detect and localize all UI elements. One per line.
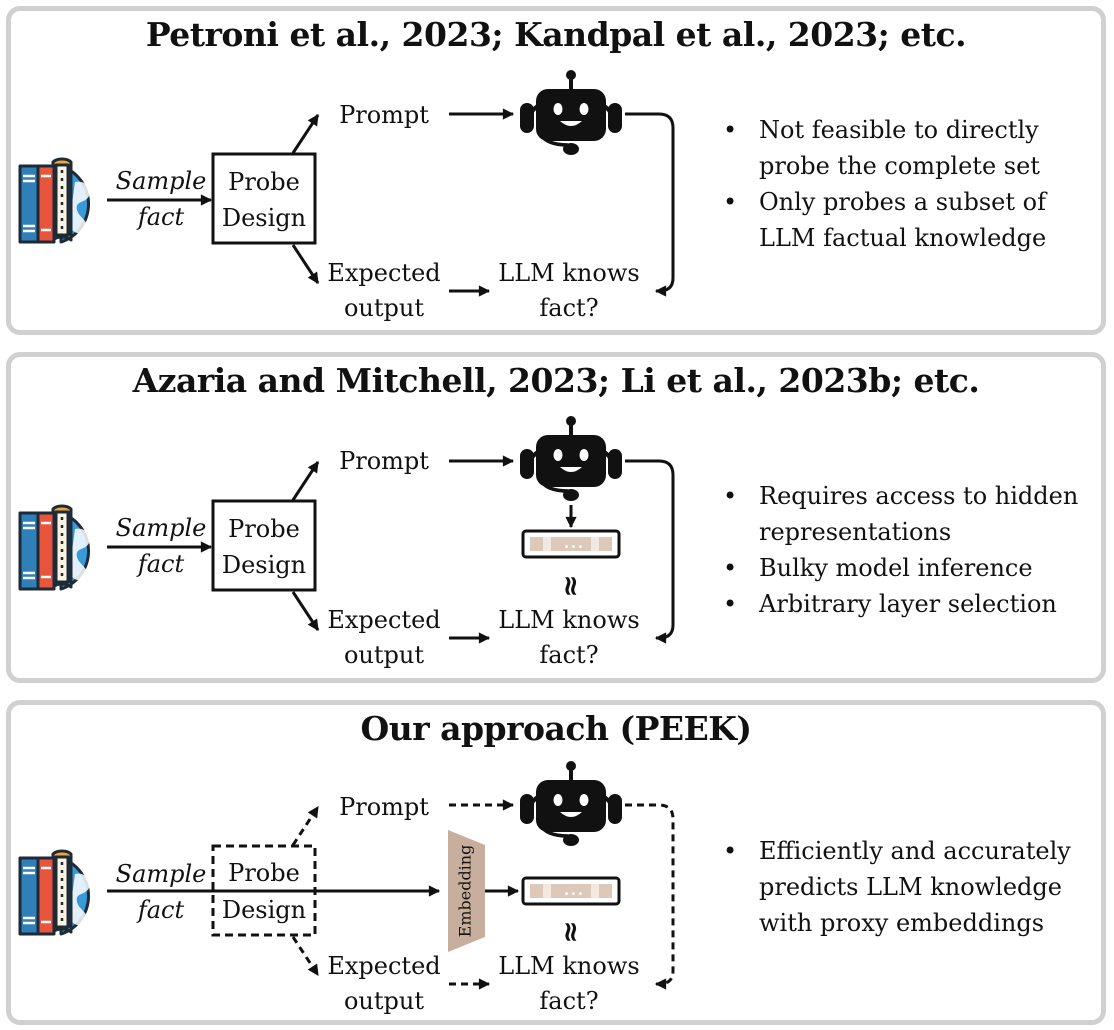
limitations-list: Requires access to hidden representation… [721,478,1101,622]
expected-label: Expected [327,259,440,287]
output-label: output [344,294,424,322]
probe-label: Probe [228,515,300,543]
panel-title: Our approach (PEEK) [360,709,752,748]
probing-diagram: Sample fact Probe Design Prompt Expected… [18,69,675,322]
books-and-globe-icon [18,157,106,244]
arrow-to-prompt [291,806,320,846]
embedding-encoder-icon [448,830,485,952]
fact-question-label: fact? [539,987,598,1015]
sample-label: Sample [116,514,207,542]
robot-headset-icon [518,760,624,848]
probe-design-box [211,499,317,592]
design-label: Design [222,896,306,924]
probing-diagram: Sample fact Probe Design Prompt Expected… [18,415,675,669]
llm-knows-label: LLM knows [498,952,639,980]
panel-prior-work-prompting: Petroni et al., 2023; Kandpal et al., 20… [6,6,1106,335]
robot-headset-icon [518,415,624,503]
hidden-dots: ••• [564,889,585,900]
arrow-llm-to-result [625,803,675,990]
probing-diagram: Sample fact Probe Design Prompt Expected… [18,760,675,1015]
list-item: Not feasible to directly probe the compl… [721,112,1101,184]
hidden-dots: ••• [564,542,585,553]
sample-label: Sample [116,167,207,195]
list-item: Requires access to hidden representation… [721,478,1101,550]
sample-label: Sample [116,860,207,888]
design-label: Design [222,204,306,232]
panel-title: Azaria and Mitchell, 2023; Li et al., 20… [132,361,980,400]
prompt-label: Prompt [339,101,429,129]
fact-label: fact [136,550,185,578]
robot-headset-icon [518,69,624,157]
fact-question-label: fact? [539,294,598,322]
output-label: output [344,987,424,1015]
advantages-list: Efficiently and accurately predicts LLM … [721,833,1081,941]
panel-prior-work-hidden-states: Azaria and Mitchell, 2023; Li et al., 20… [6,352,1106,683]
approx-symbol: ≈ [555,920,588,943]
books-and-globe-icon [18,849,106,936]
output-label: output [344,641,424,669]
design-label: Design [222,551,306,579]
list-item: Efficiently and accurately predicts LLM … [721,833,1081,941]
arrow-to-expected [291,936,320,976]
limitations-list: Not feasible to directly probe the compl… [721,112,1101,256]
arrow-llm-to-result [625,112,675,297]
list-item: Bulky model inference [721,550,1101,586]
fact-question-label: fact? [539,641,598,669]
fact-label: fact [136,203,185,231]
arrow-to-expected [291,591,320,631]
probe-design-box [211,152,317,245]
books-and-globe-icon [18,504,106,591]
fact-label: fact [136,896,185,924]
probe-label: Probe [228,859,300,887]
approx-symbol: ≈ [555,574,588,597]
list-item: Only probes a subset of LLM factual know… [721,184,1101,256]
llm-knows-label: LLM knows [498,259,639,287]
arrow-llm-to-result [625,459,675,644]
panel-our-approach: Our approach (PEEK) Sample fact Probe De… [6,700,1106,1025]
embedding-label: Embedding [456,845,475,938]
list-item: Arbitrary layer selection [721,586,1101,622]
prompt-label: Prompt [339,447,429,475]
expected-label: Expected [327,606,440,634]
probe-label: Probe [228,168,300,196]
prompt-label: Prompt [339,793,429,821]
probe-design-box [211,844,317,937]
arrow-to-prompt [291,114,320,154]
expected-label: Expected [327,952,440,980]
arrow-to-expected [291,244,320,284]
arrow-to-prompt [291,461,320,501]
llm-knows-label: LLM knows [498,606,639,634]
panel-title: Petroni et al., 2023; Kandpal et al., 20… [145,15,967,54]
